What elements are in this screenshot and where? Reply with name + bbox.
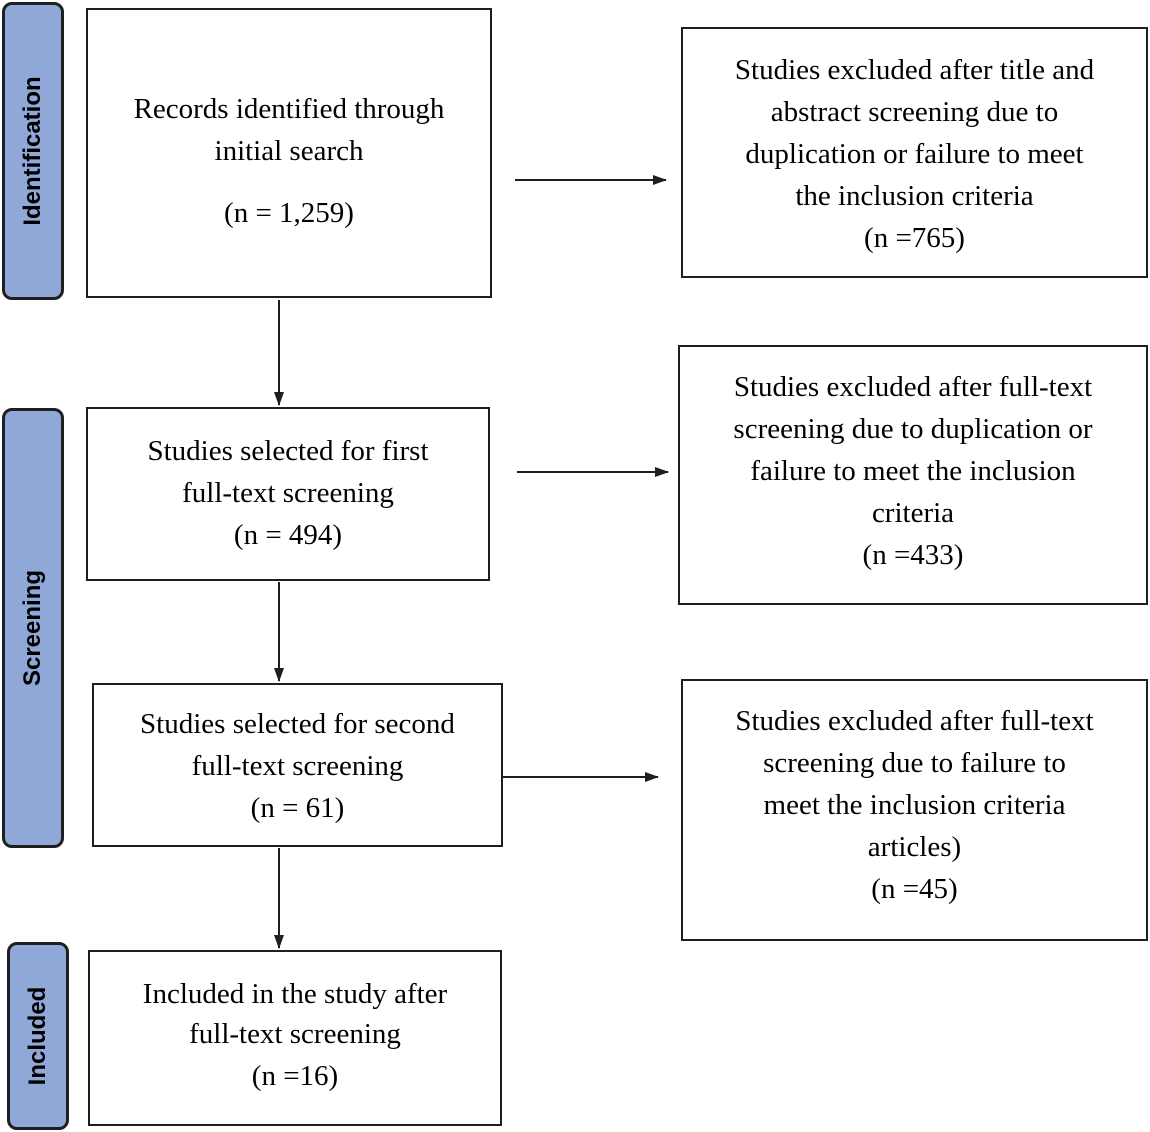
excluded-first-fulltext-line3: failure to meet the inclusion [750,455,1076,487]
stage-screening: Screening [2,408,64,848]
second-fulltext-box: Studies selected for second full-text sc… [92,683,503,847]
stage-identification: Identification [2,2,64,300]
stage-included-label: Included [24,986,51,1086]
stage-screening-label: Screening [19,569,46,687]
records-identified-line1: Records identified through [133,93,445,125]
included-final-count: (n =16) [251,1060,339,1092]
excluded-title-abstract-count: (n =765) [864,222,965,254]
records-identified-line2: initial search [214,135,364,167]
stage-identification-label: Identification [19,76,46,226]
second-fulltext-line1: Studies selected for second [140,708,455,740]
records-identified-box: Records identified through initial searc… [86,8,492,298]
excluded-first-fulltext-line1: Studies excluded after full-text [733,371,1093,403]
included-final-box: Included in the study after full-text sc… [88,950,502,1126]
second-fulltext-count: (n = 61) [250,792,345,824]
excluded-second-fulltext-line1: Studies excluded after full-text [735,705,1094,737]
first-fulltext-line1: Studies selected for first [147,435,429,467]
included-final-line2: full-text screening [189,1018,401,1050]
excluded-title-abstract-line1: Studies excluded after title and [734,54,1095,86]
first-fulltext-line2: full-text screening [182,477,394,509]
excluded-first-fulltext-count: (n =433) [862,539,964,571]
stage-included: Included [7,942,69,1130]
first-fulltext-count: (n = 494) [233,519,343,551]
excluded-title-abstract-line2: abstract screening due to [770,96,1059,128]
excluded-second-fulltext-count: (n =45) [871,873,958,905]
excluded-title-abstract-line4: the inclusion criteria [795,180,1034,212]
excluded-first-fulltext-line2: screening due to duplication or [733,413,1093,445]
excluded-second-fulltext-line2: screening due to failure to [763,747,1066,779]
excluded-title-abstract-line3: duplication or failure to meet [745,138,1084,170]
excluded-first-fulltext-line4: criteria [871,497,955,529]
second-fulltext-line2: full-text screening [191,750,404,782]
excluded-second-fulltext-line3: meet the inclusion criteria [763,789,1066,821]
excluded-second-fulltext-box: Studies excluded after full-text screeni… [681,679,1148,941]
excluded-title-abstract-box: Studies excluded after title and abstrac… [681,27,1148,278]
first-fulltext-box: Studies selected for first full-text scr… [86,407,490,581]
excluded-first-fulltext-box: Studies excluded after full-text screeni… [678,345,1148,605]
records-identified-count: (n = 1,259) [224,197,354,229]
excluded-second-fulltext-line4: articles) [867,831,962,863]
included-final-line1: Included in the study after [142,978,448,1010]
